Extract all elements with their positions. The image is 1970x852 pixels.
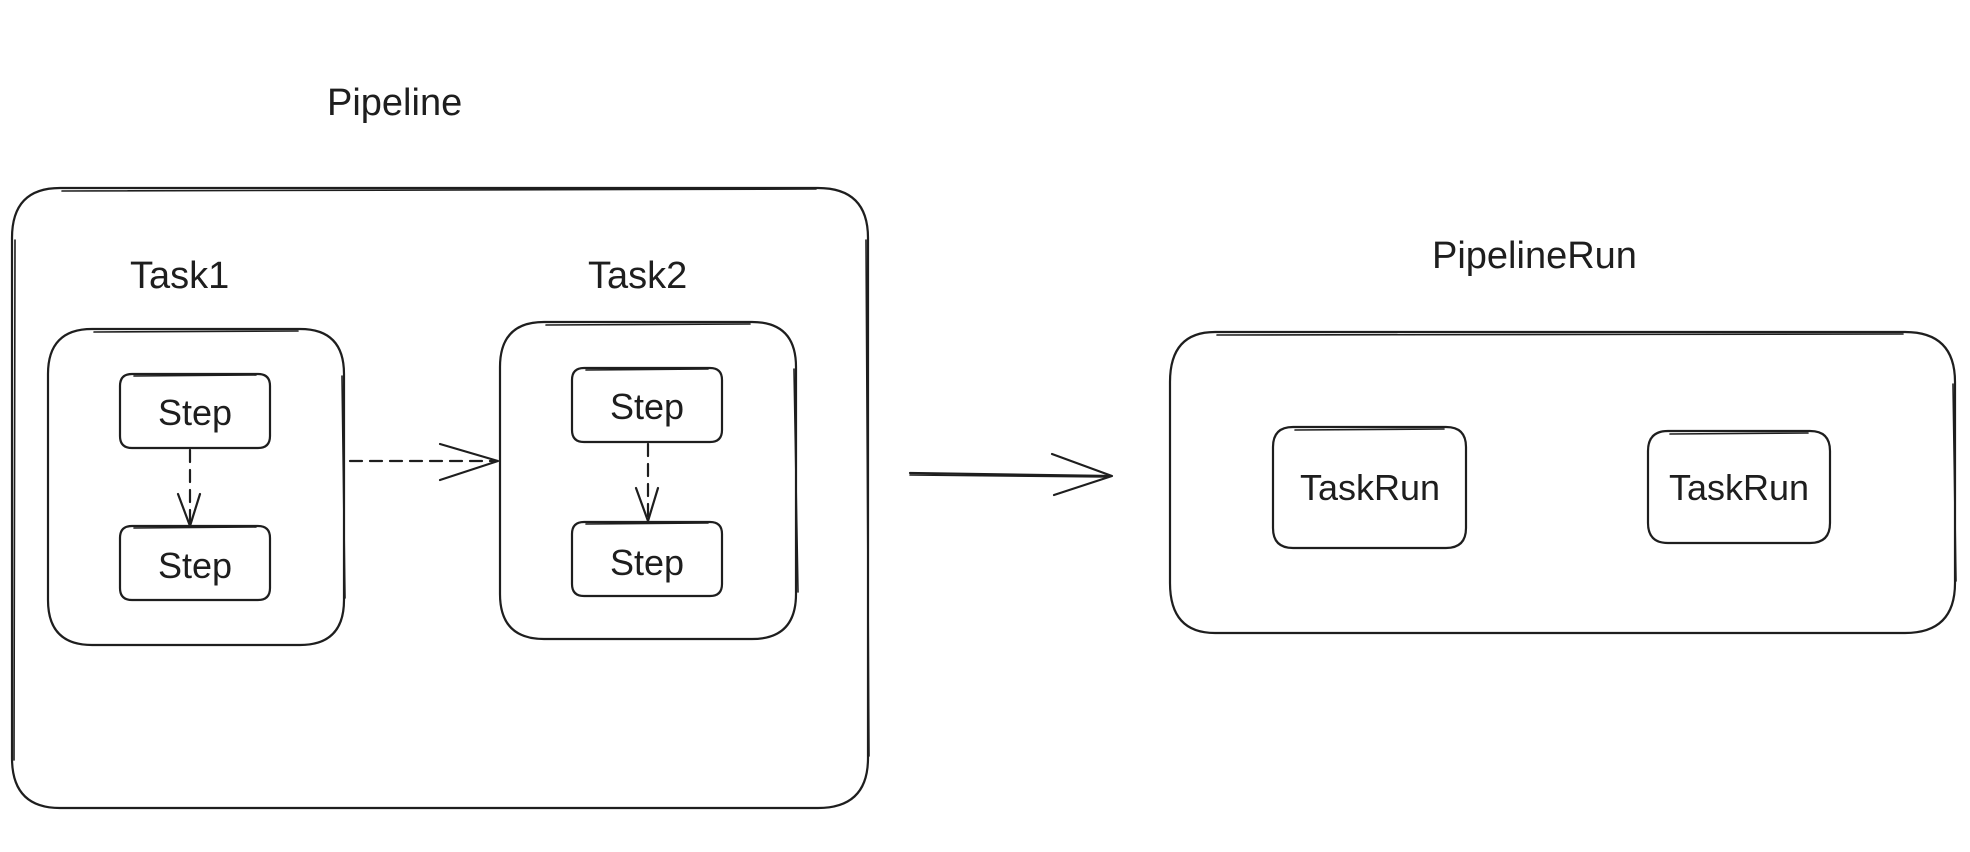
task2-label: Task2 xyxy=(588,255,687,297)
task1-label: Task1 xyxy=(130,255,229,297)
task1-step-bottom-label: Step xyxy=(158,545,232,586)
task1-step-top: Step xyxy=(118,372,272,450)
pipeline-container xyxy=(10,186,870,810)
taskrun-left-label: TaskRun xyxy=(1300,467,1440,508)
task2-step-bottom-label: Step xyxy=(610,542,684,583)
task1-step-arrow xyxy=(176,448,202,528)
task1-to-task2-arrow xyxy=(348,442,500,482)
task1-step-bottom: Step xyxy=(118,524,272,602)
pipelinerun-title: PipelineRun xyxy=(1432,235,1637,277)
pipelinerun-container xyxy=(1168,330,1957,635)
pipeline-title: Pipeline xyxy=(327,82,462,124)
task2-step-bottom: Step xyxy=(570,520,724,598)
task2-box xyxy=(498,320,799,641)
pipeline-to-pipelinerun-arrow xyxy=(908,452,1114,497)
taskrun-left: TaskRun xyxy=(1271,425,1468,550)
taskrun-right: TaskRun xyxy=(1646,429,1832,545)
taskrun-right-label: TaskRun xyxy=(1669,467,1809,508)
task2-step-top: Step xyxy=(570,366,724,444)
task1-box xyxy=(46,327,346,647)
task2-step-arrow xyxy=(634,442,660,523)
task2-step-top-label: Step xyxy=(610,386,684,427)
task1-step-top-label: Step xyxy=(158,392,232,433)
